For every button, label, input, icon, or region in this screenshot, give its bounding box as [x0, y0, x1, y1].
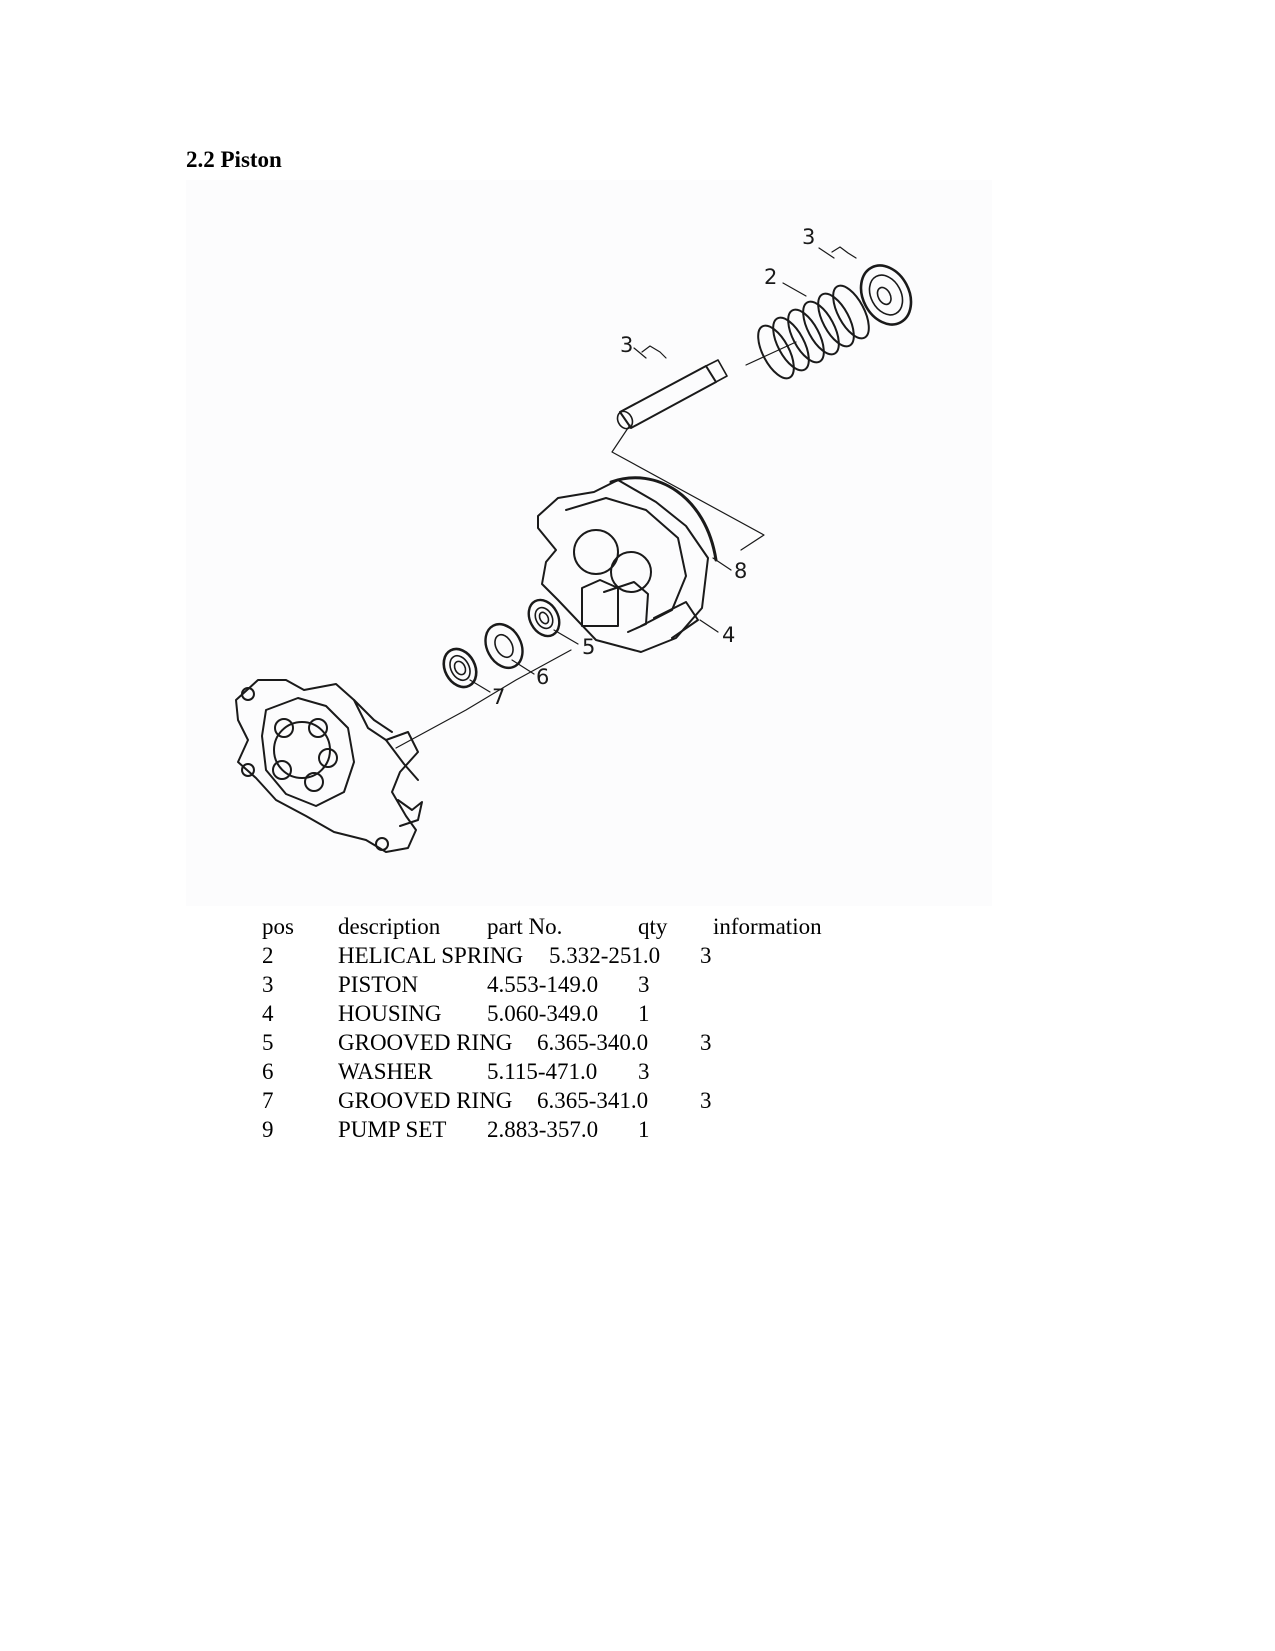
row-pos: 2: [262, 943, 274, 968]
part-marker-3-top: [818, 246, 857, 259]
assembly-line: [611, 424, 765, 551]
row-qty: 3: [638, 1059, 650, 1084]
row-part-no: 4.553-149.0: [487, 972, 599, 997]
part-marker-7: [469, 679, 491, 693]
row-qty: 3: [700, 1030, 712, 1055]
row-qty: 3: [700, 1088, 712, 1113]
row-qty: 3: [638, 972, 650, 997]
piston-assembly-diagram: 3 2 3 8 4 5 6 7: [235, 225, 913, 853]
section-title: 2.2 Piston: [186, 147, 282, 172]
piston-rod: [616, 359, 728, 430]
callout-3-piston: 3: [620, 333, 633, 357]
header-information: information: [713, 914, 822, 939]
row-description: GROOVED RING: [338, 1088, 513, 1113]
row-description: GROOVED RING: [338, 1030, 513, 1055]
row-pos: 7: [262, 1088, 274, 1113]
callout-3-top: 3: [802, 225, 815, 249]
callout-6: 6: [536, 665, 549, 689]
row-description: HELICAL SPRING: [338, 943, 524, 968]
row-part-no: 2.883-357.0: [487, 1117, 599, 1142]
part-marker-3-piston: [633, 345, 667, 359]
pump-head: [235, 679, 423, 853]
callout-2: 2: [764, 265, 777, 289]
part-marker-5: [553, 629, 579, 645]
part-marker-2: [782, 282, 807, 297]
grooved-ring-5: [527, 598, 561, 638]
row-part-no: 5.332-251.0: [549, 943, 661, 968]
row-description: PUMP SET: [338, 1117, 447, 1142]
row-description: HOUSING: [338, 1001, 442, 1026]
row-description: WASHER: [338, 1059, 433, 1084]
row-pos: 3: [262, 972, 274, 997]
pump-housing: [537, 479, 709, 653]
row-description: PISTON: [338, 972, 419, 997]
callout-5: 5: [582, 635, 595, 659]
exploded-view-drawing: 3 2 3 8 4 5 6 7: [186, 180, 992, 906]
row-part-no: 6.365-341.0: [537, 1088, 649, 1113]
header-pos: pos: [262, 914, 294, 939]
part-marker-8: [712, 557, 732, 571]
header-qty: qty: [638, 914, 668, 939]
row-pos: 9: [262, 1117, 274, 1142]
row-qty: 3: [700, 943, 712, 968]
row-qty: 1: [638, 1001, 650, 1026]
part-marker-6: [511, 659, 535, 675]
row-qty: 1: [638, 1117, 650, 1142]
part-marker-4: [699, 619, 719, 633]
row-pos: 4: [262, 1001, 274, 1026]
row-pos: 6: [262, 1059, 274, 1084]
helical-spring: [757, 284, 870, 380]
callout-7: 7: [492, 685, 505, 709]
row-part-no: 5.060-349.0: [487, 1001, 599, 1026]
o-ring-arc: [609, 476, 718, 562]
retainer-ring: [859, 264, 913, 326]
grooved-ring-7: [442, 647, 478, 689]
callout-4: 4: [722, 623, 735, 647]
row-part-no: 5.115-471.0: [487, 1059, 598, 1084]
washer-6: [484, 622, 524, 670]
row-pos: 5: [262, 1030, 274, 1055]
header-part-no: part No.: [487, 914, 563, 939]
header-description: description: [338, 914, 441, 939]
callout-8: 8: [734, 559, 747, 583]
assembly-line: [395, 649, 572, 749]
row-part-no: 6.365-340.0: [537, 1030, 649, 1055]
